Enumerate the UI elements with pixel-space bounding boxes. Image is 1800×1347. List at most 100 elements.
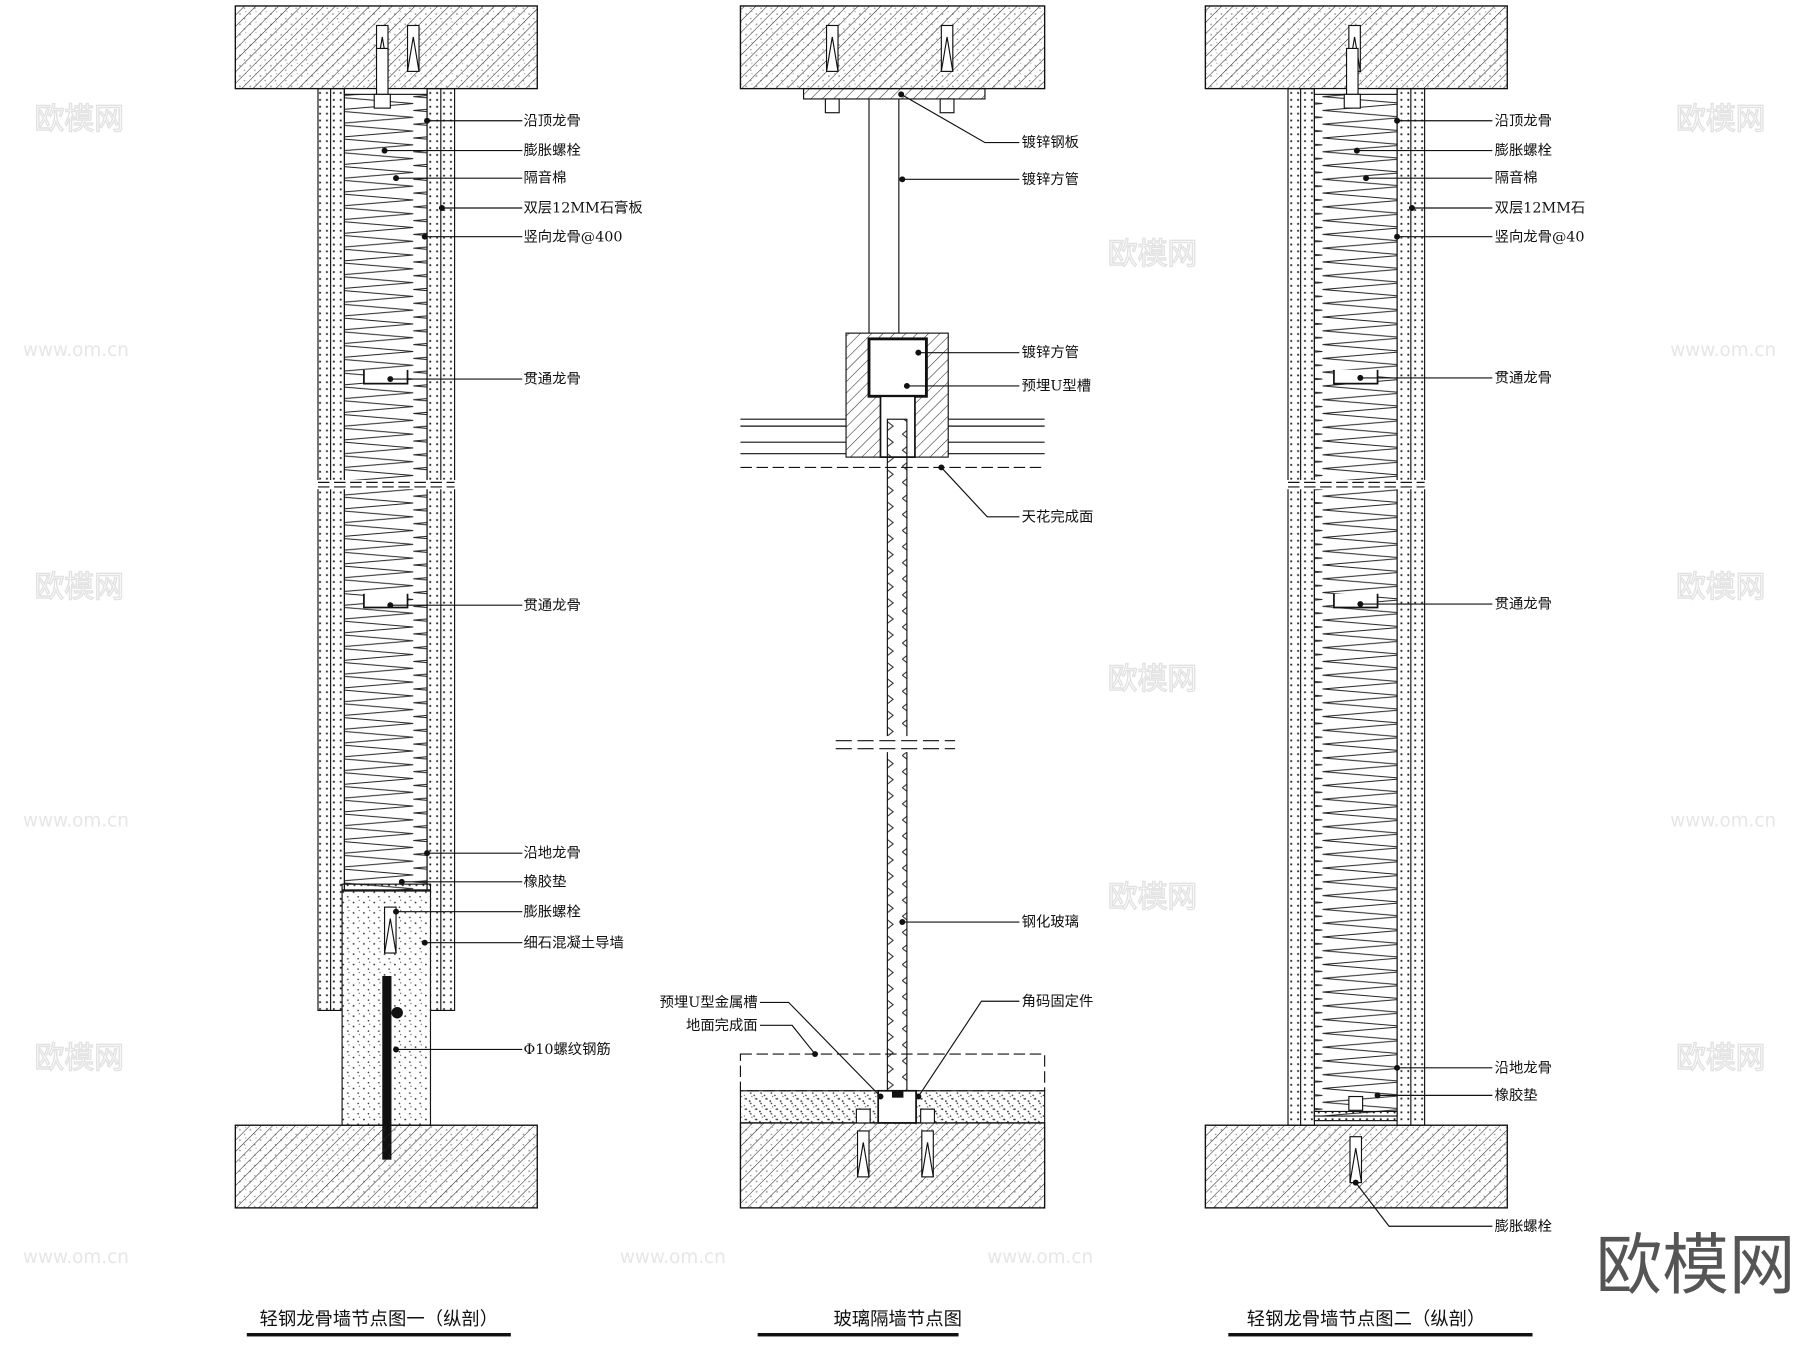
nut <box>939 98 955 114</box>
glass-setting-block <box>891 1090 904 1098</box>
leader-dot <box>393 1046 400 1053</box>
tempered-glass <box>886 418 908 1103</box>
callout-label: 沿地龙骨 <box>1495 1059 1552 1076</box>
callout-label: 预埋U型槽 <box>1022 378 1091 395</box>
callout-label: 沿顶龙骨 <box>1495 112 1552 129</box>
callout-label: 橡胶垫 <box>523 873 566 890</box>
watermark-url: www.om.cn <box>23 811 129 832</box>
callout-label: 镀锌方管 <box>1022 171 1079 188</box>
title-underline <box>1228 1333 1533 1337</box>
callout-label: 沿地龙骨 <box>523 845 580 862</box>
leader-dot <box>393 908 400 915</box>
drawing-title-1: 轻钢龙骨墙节点图一（纵剖） <box>259 1309 498 1330</box>
leader-dot <box>393 175 400 182</box>
callout-label: 膨胀螺栓 <box>523 142 580 159</box>
through-stud <box>363 593 409 609</box>
callout-label: 隔音棉 <box>1495 170 1538 187</box>
expansion-bolt-wedge <box>406 36 420 72</box>
through-stud <box>1333 593 1379 609</box>
watermark-logo: 欧模网 <box>1676 102 1765 137</box>
callout-label: 贯通龙骨 <box>523 597 580 614</box>
leader-line <box>940 467 1020 518</box>
title-underline <box>757 1333 959 1337</box>
callout-label: 镀锌钢板 <box>1022 134 1079 151</box>
expansion-bolt-wedge <box>856 1142 870 1177</box>
expansion-bolt <box>383 906 397 954</box>
watermark-logo: 欧模网 <box>1108 880 1197 915</box>
watermark-url: www.om.cn <box>23 1247 129 1268</box>
expansion-bolt <box>940 24 954 72</box>
bottom-nut <box>1348 1095 1364 1111</box>
rebar <box>382 975 392 1160</box>
callout-label: 预埋U型金属槽 <box>660 994 758 1011</box>
leader-line <box>759 1024 816 1055</box>
watermark-logo: 欧模网 <box>1676 570 1765 605</box>
watermark-url: www.om.cn <box>987 1247 1093 1268</box>
leader-line <box>900 93 1020 144</box>
expansion-bolt <box>856 1130 870 1178</box>
callout-label: 贯通龙骨 <box>523 371 580 388</box>
expansion-bolt <box>406 24 420 72</box>
callout-label: 膨胀螺栓 <box>1495 142 1552 159</box>
callout-label: Φ10螺纹钢筋 <box>523 1041 610 1058</box>
galvanized-steel-plate <box>802 88 986 100</box>
drawing-title-2: 玻璃隔墙节点图 <box>833 1309 962 1330</box>
watermark-logo: 欧模网 <box>34 102 123 137</box>
callout-label: 贯通龙骨 <box>1495 369 1552 386</box>
watermark-logo: 欧模网 <box>34 1041 123 1076</box>
floor-slab-2-aggregate <box>740 1122 1045 1208</box>
watermark-url: www.om.cn <box>23 340 129 361</box>
drawings <box>234 5 1508 1209</box>
watermark-url: www.om.cn <box>1670 811 1776 832</box>
leader-dot <box>421 939 428 946</box>
wall-1-insulation <box>343 88 428 1002</box>
galvanized-square-tube <box>867 337 928 398</box>
callout-label: 橡胶垫 <box>1495 1087 1538 1104</box>
wall-3-top-bolt <box>1345 47 1359 95</box>
leader-dot <box>1357 601 1364 608</box>
leader-dot <box>421 233 428 240</box>
watermark-logo: 欧模网 <box>1108 237 1197 272</box>
watermark-url: www.om.cn <box>1670 340 1776 361</box>
callout-label: 贯通龙骨 <box>1495 596 1552 613</box>
nut <box>920 1108 936 1124</box>
callout-label: 细石混凝土导墙 <box>523 934 623 951</box>
callout-label: 地面完成面 <box>686 1017 758 1034</box>
callout-label: 膨胀螺栓 <box>1495 1218 1552 1235</box>
rubber-pad <box>1313 1110 1398 1122</box>
expansion-bolt-wedge <box>825 36 839 72</box>
watermark-logo: 欧模网 <box>1676 1041 1765 1076</box>
wall-1-break <box>315 480 457 490</box>
through-stud <box>1333 369 1379 385</box>
expansion-bolt-wedge <box>1349 1148 1363 1183</box>
callout-label: 双层12MM石膏板 <box>523 200 642 217</box>
wall-1-top-nut <box>373 93 391 109</box>
callout-label: 角码固定件 <box>1022 993 1094 1010</box>
leader-line <box>759 1001 881 1097</box>
glass-break <box>883 736 911 753</box>
watermark-url: www.om.cn <box>620 1247 726 1268</box>
callout-label: 竖向龙骨@40 <box>1495 228 1585 245</box>
callout-label: 隔音棉 <box>523 170 566 187</box>
callout-label: 钢化玻璃 <box>1022 914 1079 931</box>
nut <box>824 98 840 114</box>
watermark-logo: 欧模网 <box>1108 662 1197 697</box>
floor-slab-1-aggregate <box>235 1125 538 1208</box>
watermark-logo: 欧模网 <box>34 570 123 605</box>
through-stud <box>363 369 409 385</box>
callout-label: 天花完成面 <box>1022 508 1094 525</box>
labels: 沿顶龙骨膨胀螺栓隔音棉双层12MM石膏板竖向龙骨@400贯通龙骨贯通龙骨沿地龙骨… <box>246 93 1795 1337</box>
callout-label: 沿顶龙骨 <box>523 112 580 129</box>
wall-1-top-bolt <box>375 47 389 95</box>
callout-label: 竖向龙骨@400 <box>523 228 622 245</box>
wall-3-break <box>1285 480 1427 490</box>
title-underline <box>246 1333 511 1337</box>
callout-label: 镀锌方管 <box>1022 344 1079 361</box>
watermark-layer: 欧模网欧模网欧模网欧模网欧模网欧模网欧模网欧模网欧模网www.om.cnwww.… <box>23 101 1776 1268</box>
callout-label: 膨胀螺栓 <box>523 903 580 920</box>
nut <box>855 1108 871 1124</box>
ceiling-slab-2-aggregate <box>740 5 1045 89</box>
leader-line <box>917 1000 1020 1097</box>
